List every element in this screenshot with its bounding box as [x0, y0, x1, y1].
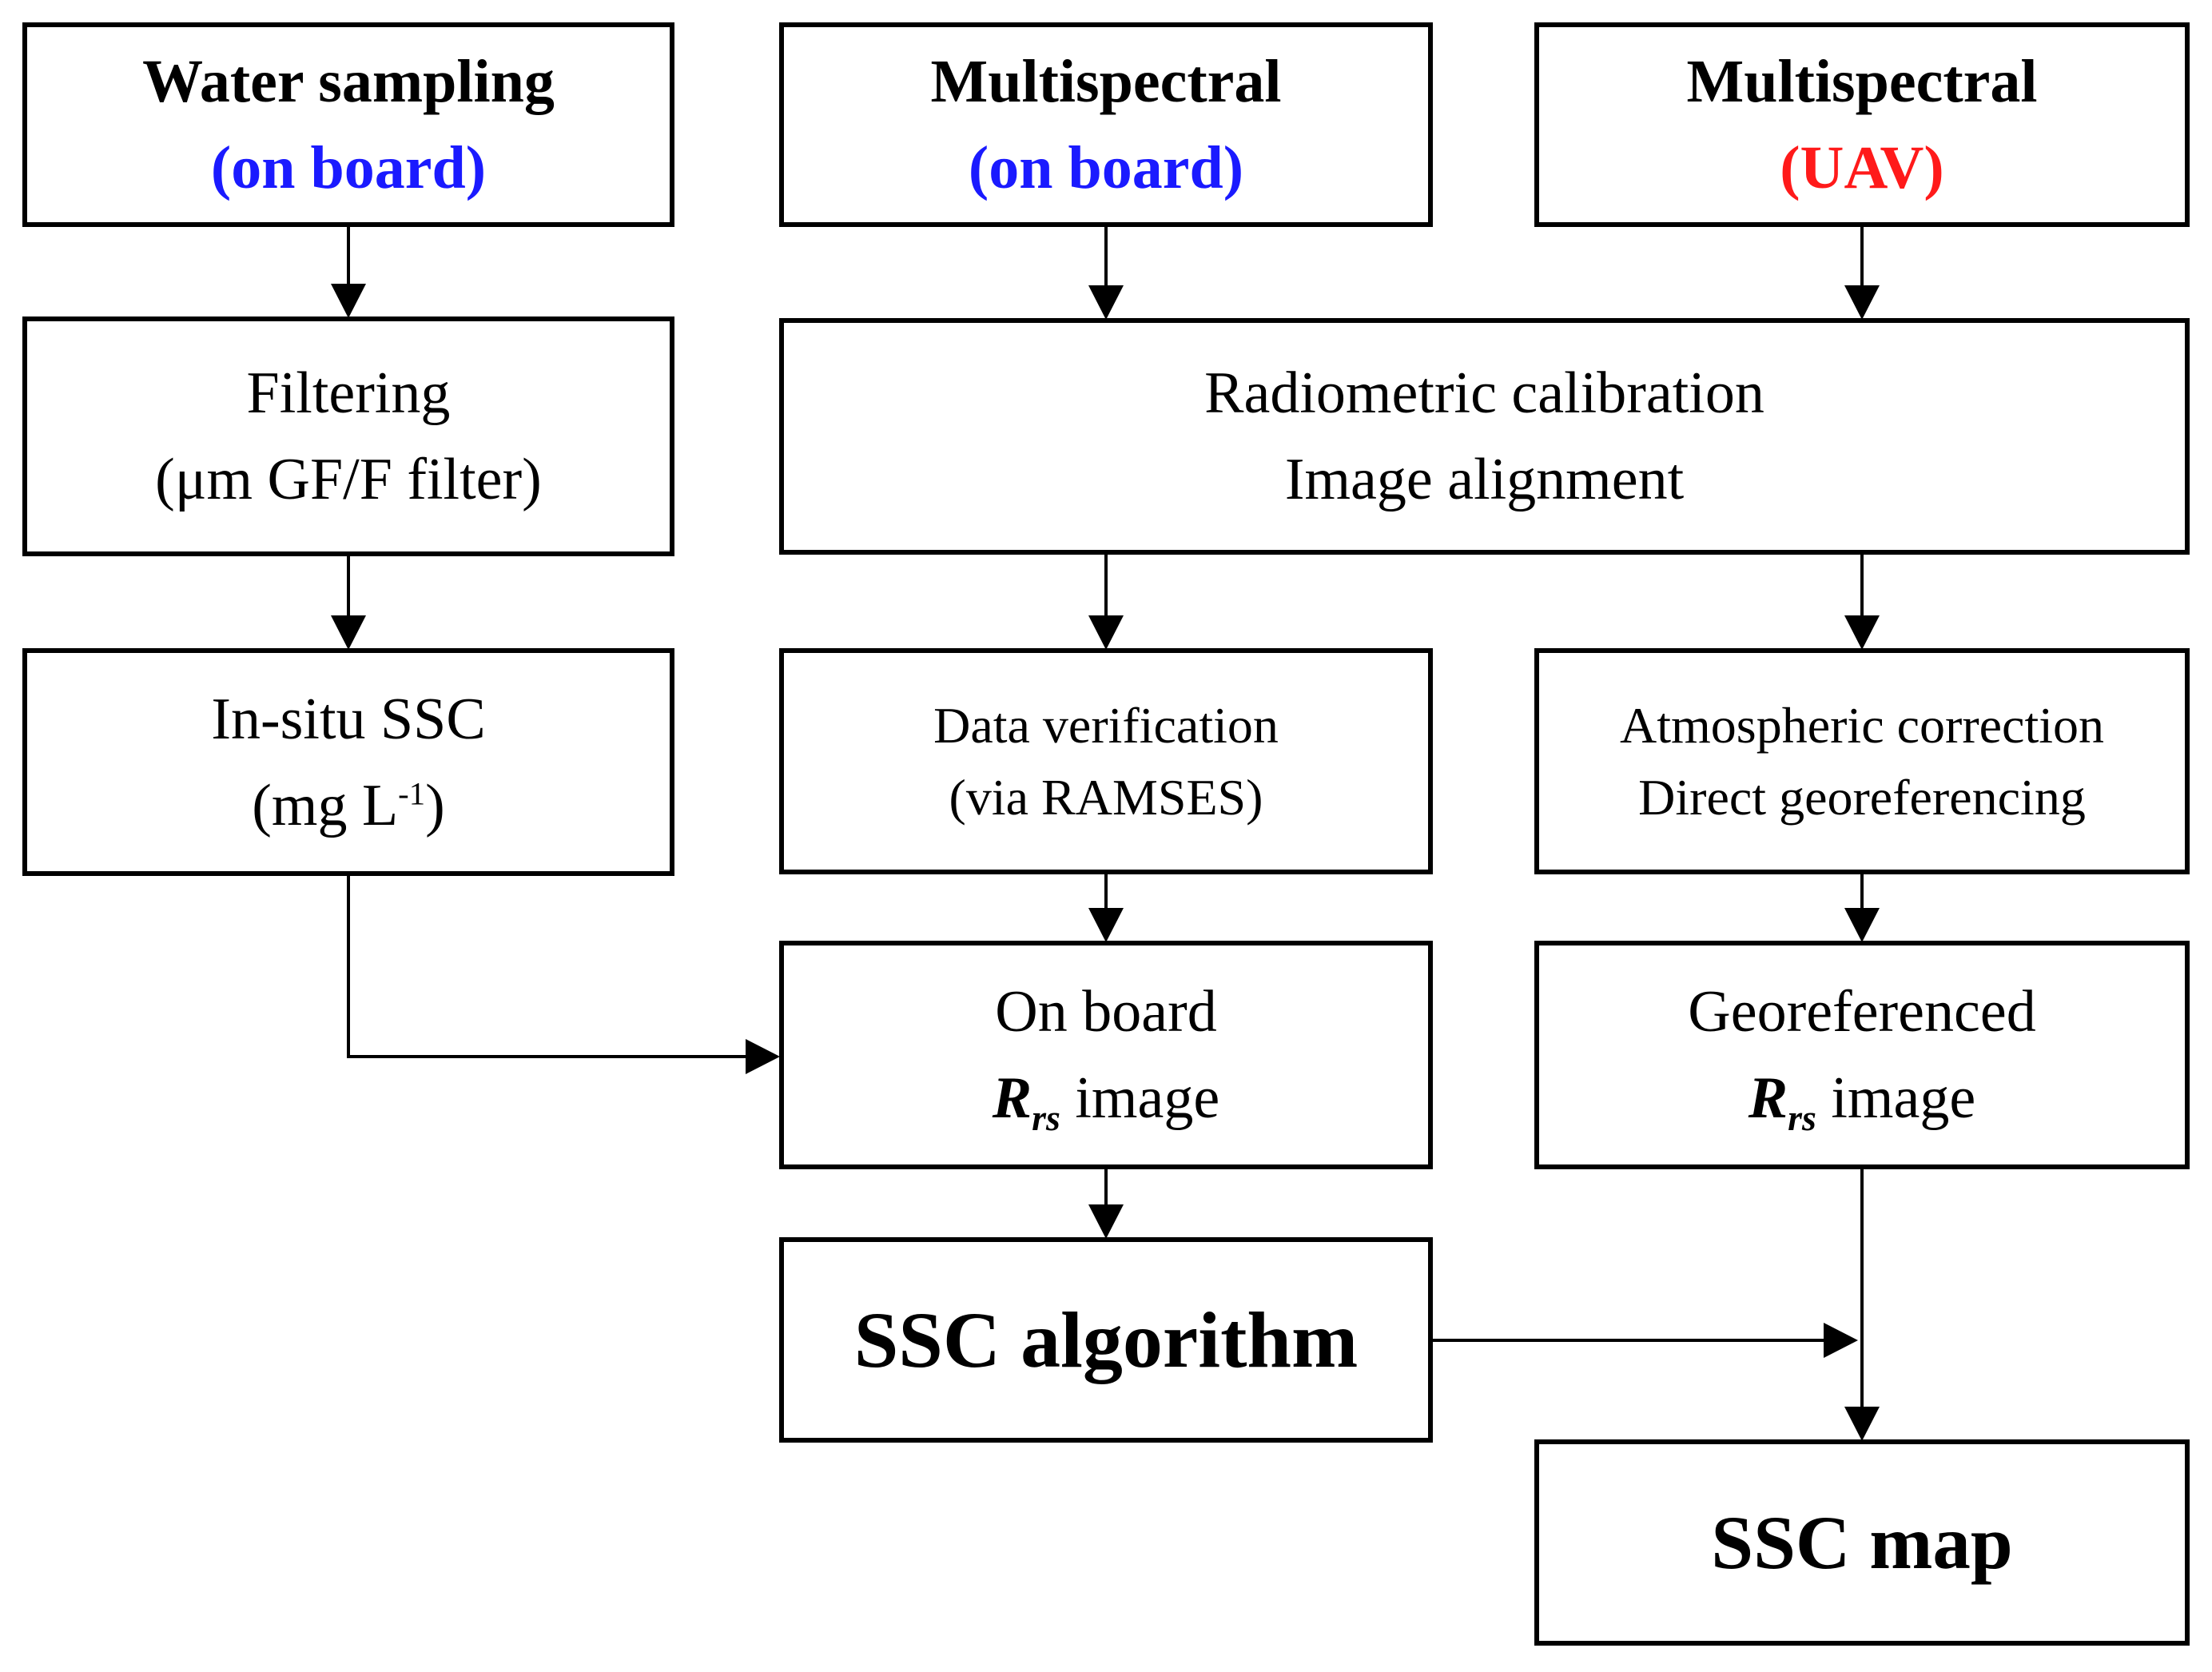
onboard-rrs-box: On board Rrs image: [779, 941, 1433, 1169]
radiometric-calibration-label: Radiometric calibration: [1204, 360, 1764, 426]
direct-georeferencing-label: Direct georeferencing: [1638, 768, 2086, 826]
onboard-rrs-image-label: Rrs image: [993, 1055, 1219, 1141]
georeferenced-rrs-box: Georeferenced Rrs image: [1534, 941, 2190, 1169]
multispectral-onboard-subtitle: (on board): [968, 134, 1244, 201]
insitu-unit-suffix: ): [425, 772, 445, 838]
water-sampling-subtitle: (on board): [210, 134, 487, 201]
filtering-detail: (μm GF/F filter): [155, 447, 542, 512]
ssc-map-box: SSC map: [1534, 1439, 2190, 1646]
insitu-ssc-box: In-situ SSC (mg L-1): [22, 648, 674, 876]
multispectral-uav-subtitle: (UAV): [1780, 134, 1944, 201]
georef-rrs-symbol: R: [1748, 1065, 1788, 1131]
data-verification-detail: (via RAMSES): [949, 768, 1263, 826]
multispectral-uav-title: Multispectral: [1686, 48, 2038, 115]
georef-rrs-subscript: rs: [1788, 1097, 1816, 1138]
image-alignment-label: Image alignment: [1284, 447, 1685, 512]
radiometric-box: Radiometric calibration Image alignment: [779, 318, 2190, 555]
atmospheric-correction-label: Atmospheric correction: [1620, 696, 2104, 754]
water-sampling-box: Water sampling (on board): [22, 22, 674, 227]
multispectral-onboard-box: Multispectral (on board): [779, 22, 1433, 227]
filtering-box: Filtering (μm GF/F filter): [22, 316, 674, 556]
georeferenced-rrs-image-label: Rrs image: [1749, 1055, 1975, 1141]
multispectral-onboard-title: Multispectral: [930, 48, 1282, 115]
onboard-rrs-label: On board: [995, 979, 1217, 1045]
multispectral-uav-box: Multispectral (UAV): [1534, 22, 2190, 227]
onboard-rrs-subscript: rs: [1032, 1097, 1060, 1138]
onboard-rrs-symbol: R: [992, 1065, 1032, 1131]
ssc-map-label: SSC map: [1711, 1500, 2013, 1585]
arrow-insitu-to-onboard-rrs: [347, 875, 746, 1058]
ssc-algorithm-label: SSC algorithm: [853, 1295, 1359, 1384]
water-sampling-title: Water sampling: [142, 48, 555, 115]
data-verification-box: Data verification (via RAMSES): [779, 648, 1433, 874]
filtering-label: Filtering: [246, 360, 451, 426]
data-verification-label: Data verification: [933, 696, 1279, 754]
insitu-unit-exponent: -1: [398, 774, 426, 811]
ssc-algorithm-box: SSC algorithm: [779, 1237, 1433, 1443]
georeferenced-rrs-label: Georeferenced: [1688, 979, 2036, 1045]
insitu-ssc-unit: (mg L-1): [252, 762, 444, 849]
insitu-ssc-label: In-situ SSC: [211, 686, 486, 752]
atmospheric-correction-box: Atmospheric correction Direct georeferen…: [1534, 648, 2190, 874]
georef-rrs-suffix: image: [1816, 1065, 1976, 1131]
onboard-rrs-suffix: image: [1060, 1065, 1220, 1131]
insitu-unit-prefix: (mg L: [252, 772, 399, 838]
